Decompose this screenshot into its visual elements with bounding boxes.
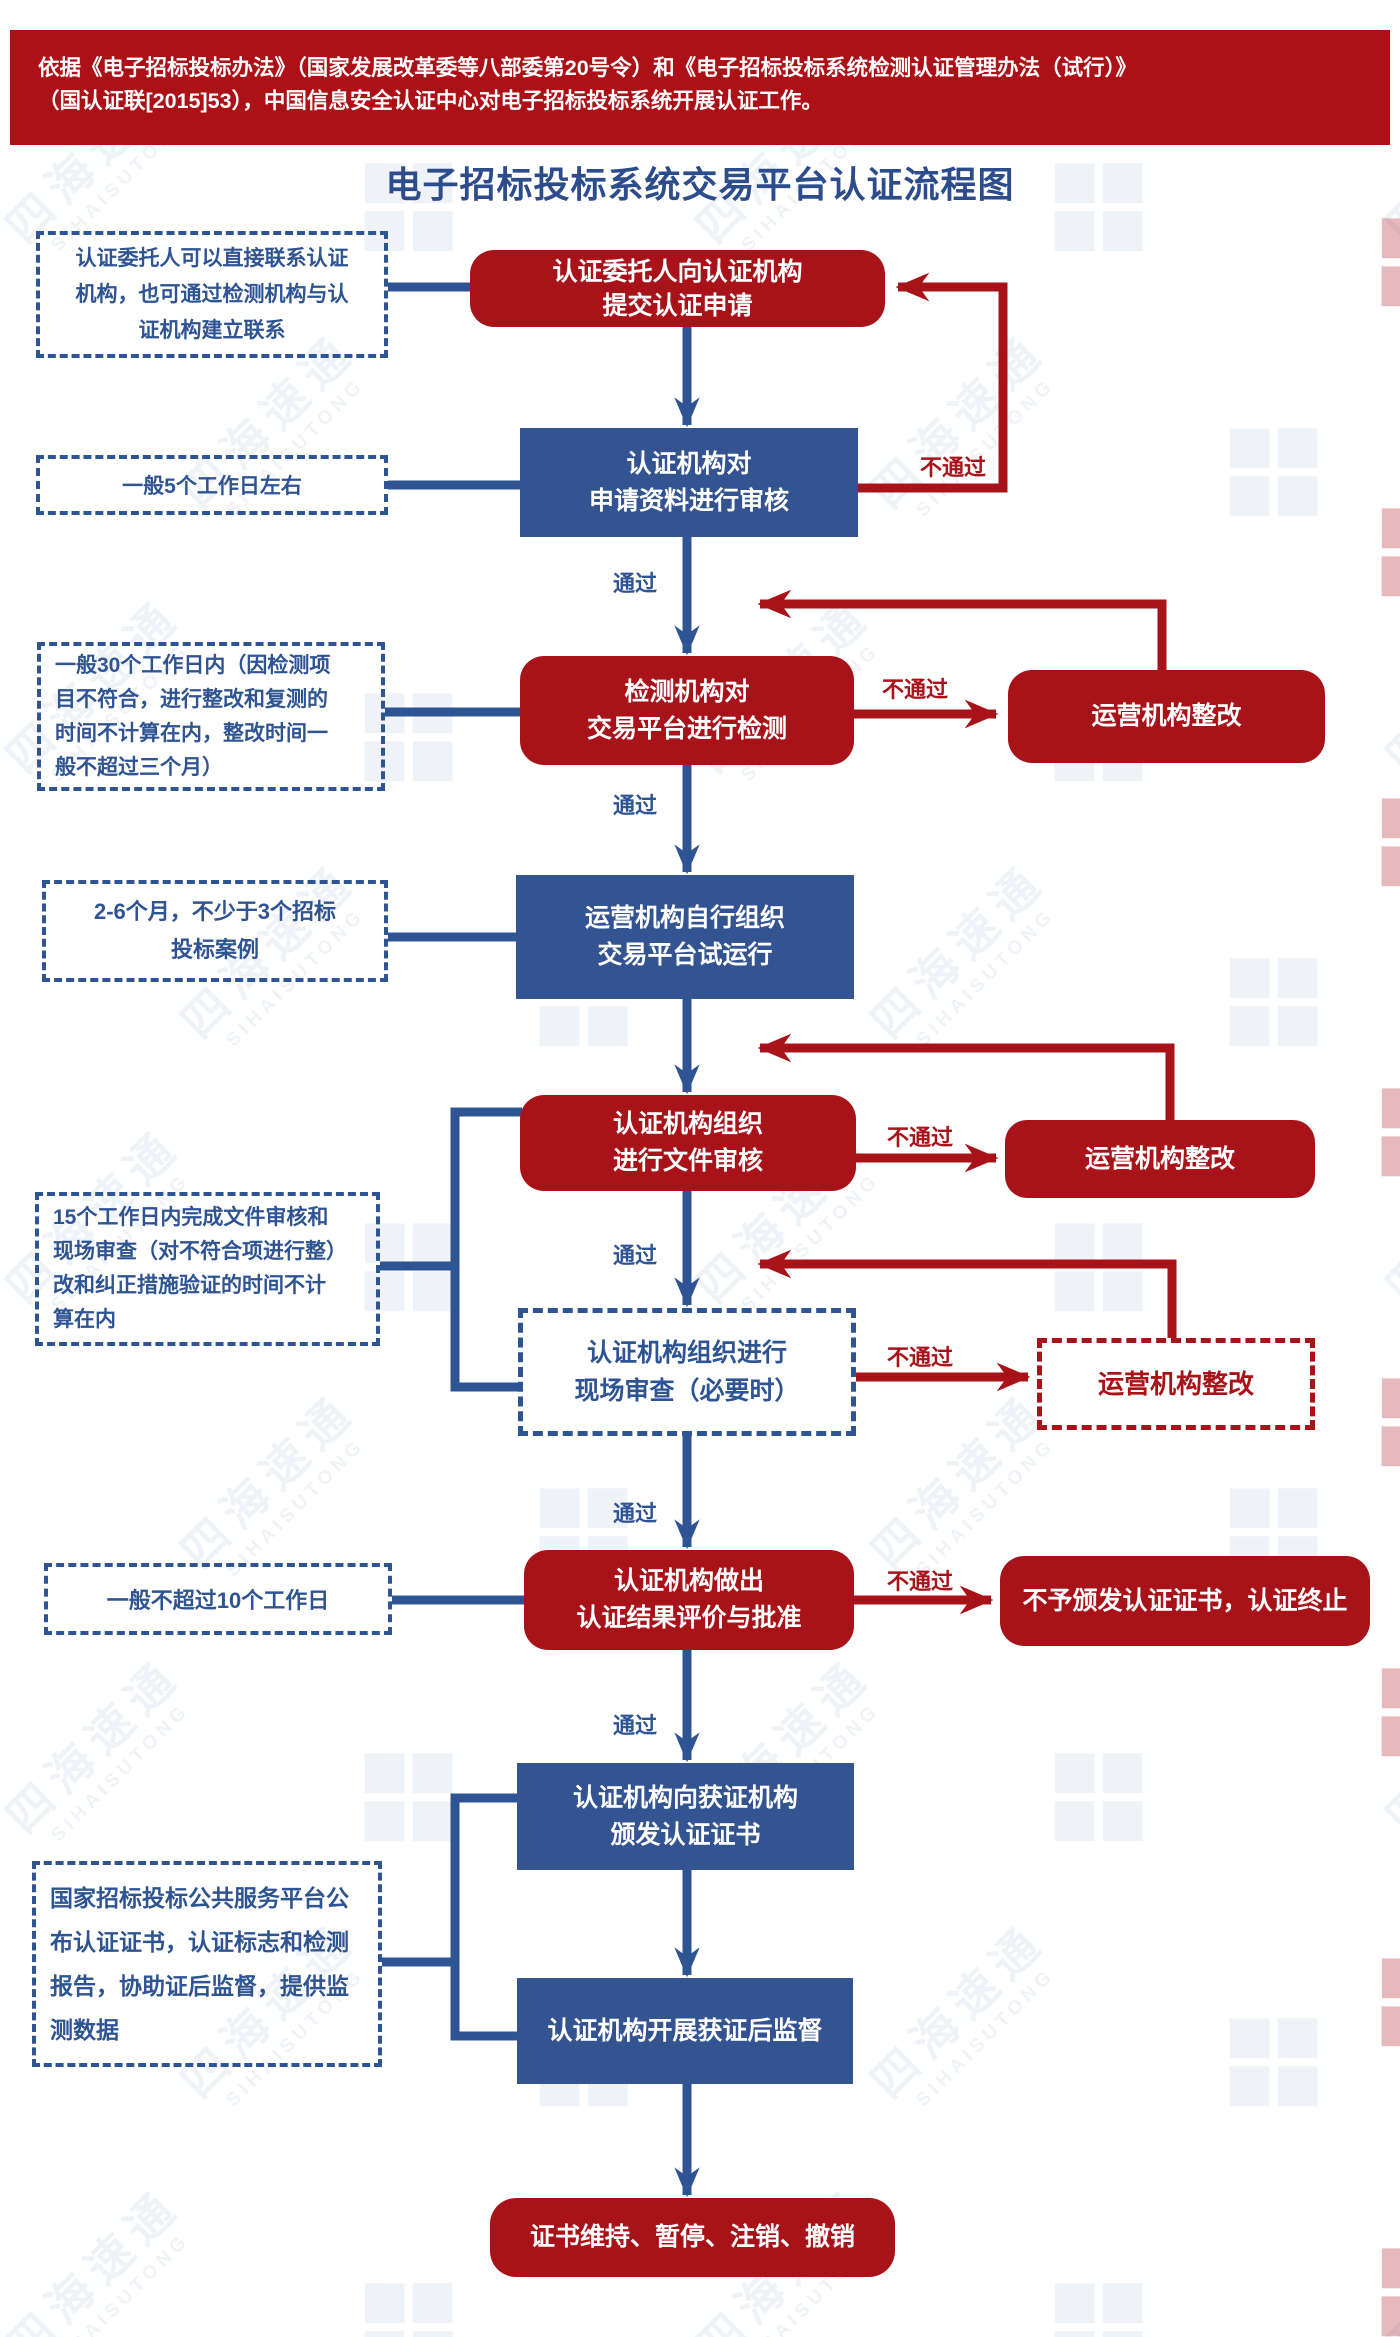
- fail-label-1: 不通过: [919, 455, 986, 480]
- rework-box-2: 运营机构整改: [1005, 1120, 1315, 1198]
- pass-label-1: 通过: [612, 571, 657, 596]
- rework-box-1: 运营机构整改: [1008, 670, 1325, 763]
- fail-label-4: 不通过: [886, 1345, 953, 1370]
- flow-box-certificate-maintain: 证书维持、暂停、注销、撤销: [490, 2198, 895, 2277]
- note-publish-bracket: [382, 1793, 521, 2041]
- fail-label-3: 不通过: [886, 1125, 953, 1150]
- pass-label-5: 通过: [612, 1713, 657, 1738]
- pass-label-3: 通过: [612, 1243, 657, 1268]
- flow-box-site-audit: 认证机构组织进行 现场审查（必要时）: [518, 1308, 856, 1436]
- page-title: 电子招标投标系统交易平台认证流程图: [385, 164, 1015, 205]
- flow-box-result-evaluation: 认证机构做出 认证结果评价与批准: [524, 1550, 854, 1650]
- rework1-loop-to-test: [757, 589, 1167, 670]
- pass-label-2: 通过: [612, 793, 657, 818]
- flow-box-trial-operation: 运营机构自行组织 交易平台试运行: [516, 875, 854, 999]
- rework-box-3: 运营机构整改: [1037, 1338, 1315, 1430]
- rework3-loop-to-siteaudit: [757, 1249, 1177, 1338]
- fail-label-5: 不通过: [886, 1569, 953, 1594]
- note-days30: 一般30个工作日内（因检测项 目不符合，进行整改和复测的 时间不计算在内，整改时…: [37, 642, 385, 791]
- flow-box-platform-testing: 检测机构对 交易平台进行检测: [520, 656, 854, 765]
- flow-box-issue-certificate: 认证机构向获证机构 颁发认证证书: [517, 1763, 854, 1870]
- banner-line2: （国认证联[2015]53），中国信息安全认证中心对电子招标投标系统开展认证工作…: [38, 89, 823, 113]
- banner-line1: 依据《电子招标投标办法》（国家发展改革委等八部委第20号令）和《电子招标投标系统…: [38, 56, 1137, 80]
- flow-box-document-review: 认证机构组织 进行文件审核: [520, 1095, 856, 1191]
- note-publish: 国家招标投标公共服务平台公 布认证证书，认证标志和检测 报告，协助证后监督，提供…: [32, 1861, 382, 2067]
- flow-box-material-review: 认证机构对 申请资料进行审核: [520, 428, 858, 537]
- fail-label-2: 不通过: [881, 677, 948, 702]
- note-contact: 认证委托人可以直接联系认证 机构，也可通过检测机构与认 证机构建立联系: [36, 231, 388, 358]
- pass-label-4: 通过: [612, 1501, 657, 1526]
- fail-loop-review-to-apply: [858, 272, 1008, 493]
- note-days15-bracket: [380, 1107, 522, 1392]
- note-months: 2-6个月，不少于3个招标 投标案例: [42, 880, 388, 982]
- header-banner: 依据《电子招标投标办法》（国家发展改革委等八部委第20号令）和《电子招标投标系统…: [10, 30, 1390, 145]
- note-days10: 一般不超过10个工作日: [44, 1563, 392, 1635]
- flow-box-submit-application: 认证委托人向认证机构 提交认证申请: [470, 250, 885, 327]
- rework2-loop-to-docreview: [757, 1033, 1175, 1120]
- flow-box-post-supervision: 认证机构开展获证后监督: [517, 1978, 853, 2084]
- note-days5: 一般5个工作日左右: [36, 455, 388, 515]
- note-days15: 15个工作日内完成文件审核和 现场审查（对不符合项进行整） 改和纠正措施验证的时…: [35, 1192, 380, 1346]
- reject-box: 不予颁发认证证书，认证终止: [1000, 1556, 1370, 1646]
